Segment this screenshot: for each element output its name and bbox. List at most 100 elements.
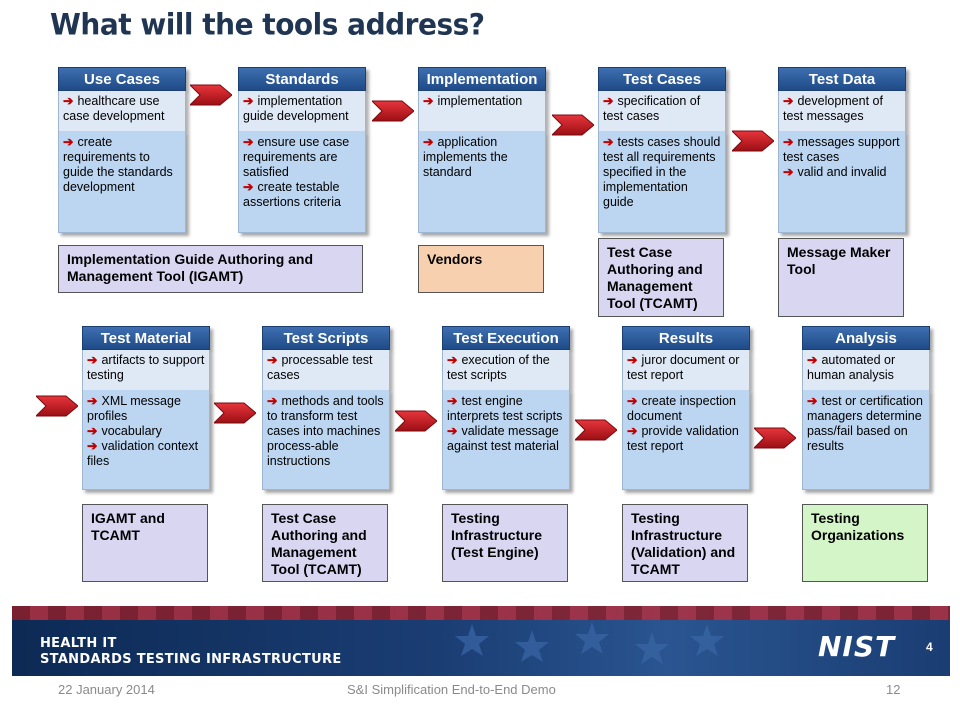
flow-arrow-icon (395, 410, 437, 432)
arrow-right-icon: ➔ (87, 424, 98, 438)
arrow-right-icon: ➔ (627, 353, 638, 367)
step-top-text: ➔implementation guide development (238, 91, 366, 131)
banner-title: HEALTH IT STANDARDS TESTING INFRASTRUCTU… (40, 636, 342, 668)
bullet-item: ➔test engine interprets test scripts (447, 394, 563, 423)
step-header: Results (622, 326, 750, 350)
step-use-cases: Use Cases ➔healthcare use case developme… (58, 67, 186, 233)
bullet-item: ➔validation context files (87, 439, 199, 468)
step-bottom-text: ➔test engine interprets test scripts ➔va… (442, 390, 570, 490)
bullet-item: ➔artifacts to support testing (87, 353, 205, 382)
step-test-execution: Test Execution ➔execution of the test sc… (442, 326, 570, 490)
step-bottom-text: ➔create inspection document ➔provide val… (622, 390, 750, 490)
arrow-right-icon: ➔ (447, 424, 458, 438)
bullet-item: ➔automated or human analysis (807, 353, 896, 382)
arrow-right-icon: ➔ (447, 394, 458, 408)
step-top-text: ➔artifacts to support testing (82, 350, 210, 390)
arrow-right-icon: ➔ (627, 424, 638, 438)
step-bottom-text: ➔create requirements to guide the standa… (58, 131, 186, 233)
arrow-right-icon: ➔ (423, 135, 434, 149)
flow-arrow-icon (552, 114, 594, 136)
step-header: Use Cases (58, 67, 186, 91)
bullet-item: ➔validate message against test material (447, 424, 559, 453)
arrow-right-icon: ➔ (447, 353, 458, 367)
step-header: Analysis (802, 326, 930, 350)
bullet-item: ➔application implements the standard (423, 135, 508, 179)
step-header: Implementation (418, 67, 546, 91)
banner-number: 4 (926, 640, 933, 654)
tool-vendors: Vendors (418, 245, 544, 293)
bullet-item: ➔tests cases should test all requirement… (603, 135, 721, 209)
bullet-item: ➔methods and tools to transform test cas… (267, 394, 384, 468)
bullet-item: ➔juror document or test report (627, 353, 740, 382)
bullet-item: ➔messages support test cases (783, 135, 900, 164)
tool-testing-organizations: Testing Organizations (802, 504, 928, 582)
step-top-text: ➔execution of the test scripts (442, 350, 570, 390)
bullet-item: ➔development of test messages (783, 94, 883, 123)
step-header: Test Scripts (262, 326, 390, 350)
step-top-text: ➔implementation (418, 91, 546, 131)
arrow-right-icon: ➔ (807, 353, 818, 367)
step-top-text: ➔processable test cases (262, 350, 390, 390)
flow-arrow-icon (36, 395, 78, 417)
step-header: Test Data (778, 67, 906, 91)
step-header: Test Execution (442, 326, 570, 350)
bullet-item: ➔provide validation test report (627, 424, 739, 453)
step-top-text: ➔healthcare use case development (58, 91, 186, 131)
step-top-text: ➔automated or human analysis (802, 350, 930, 390)
bullet-item: ➔valid and invalid (783, 165, 887, 179)
step-analysis: Analysis ➔automated or human analysis ➔t… (802, 326, 930, 490)
bullet-item: ➔vocabulary (87, 424, 162, 438)
stars-decoration-icon (455, 622, 724, 664)
flow-arrow-icon (732, 130, 774, 152)
step-header: Test Material (82, 326, 210, 350)
bullet-item: ➔XML message profiles (87, 394, 181, 423)
arrow-right-icon: ➔ (603, 94, 614, 108)
arrow-right-icon: ➔ (783, 94, 794, 108)
flow-arrow-icon (372, 100, 414, 122)
arrow-right-icon: ➔ (267, 353, 278, 367)
arrow-right-icon: ➔ (63, 135, 74, 149)
arrow-right-icon: ➔ (243, 180, 254, 194)
step-top-text: ➔juror document or test report (622, 350, 750, 390)
bullet-item: ➔execution of the test scripts (447, 353, 550, 382)
step-top-text: ➔development of test messages (778, 91, 906, 131)
banner-line-2: STANDARDS TESTING INFRASTRUCTURE (40, 652, 342, 667)
nist-logo: NIST (818, 630, 896, 663)
tool-igamt-tcamt: IGAMT and TCAMT (82, 504, 208, 582)
step-bottom-text: ➔messages support test cases ➔valid and … (778, 131, 906, 233)
step-test-cases: Test Cases ➔specification of test cases … (598, 67, 726, 233)
step-bottom-text: ➔methods and tools to transform test cas… (262, 390, 390, 490)
flow-arrow-icon (754, 427, 796, 449)
step-bottom-text: ➔XML message profiles ➔vocabulary ➔valid… (82, 390, 210, 490)
tool-tcamt: Test Case Authoring and Management Tool … (598, 238, 724, 317)
banner-line-1: HEALTH IT (40, 636, 117, 651)
step-header: Test Cases (598, 67, 726, 91)
arrow-right-icon: ➔ (87, 394, 98, 408)
bullet-item: ➔processable test cases (267, 353, 373, 382)
bullet-item: ➔healthcare use case development (63, 94, 165, 123)
step-top-text: ➔specification of test cases (598, 91, 726, 131)
bullet-item: ➔create testable assertions criteria (243, 180, 341, 209)
footer-date: 22 January 2014 (58, 682, 155, 697)
arrow-right-icon: ➔ (87, 439, 98, 453)
arrow-right-icon: ➔ (627, 394, 638, 408)
arrow-right-icon: ➔ (267, 394, 278, 408)
tool-igamt: Implementation Guide Authoring and Manag… (58, 245, 363, 293)
footer-banner: HEALTH IT STANDARDS TESTING INFRASTRUCTU… (12, 606, 950, 676)
arrow-right-icon: ➔ (423, 94, 434, 108)
arrow-right-icon: ➔ (243, 94, 254, 108)
tool-tcamt-2: Test Case Authoring and Management Tool … (262, 504, 388, 582)
step-results: Results ➔juror document or test report ➔… (622, 326, 750, 490)
bullet-item: ➔create inspection document (627, 394, 736, 423)
bullet-item: ➔ensure use case requirements are satisf… (243, 135, 350, 179)
step-header: Standards (238, 67, 366, 91)
arrow-right-icon: ➔ (783, 165, 794, 179)
arrow-right-icon: ➔ (783, 135, 794, 149)
bullet-item: ➔test or certification managers determin… (807, 394, 923, 453)
step-bottom-text: ➔tests cases should test all requirement… (598, 131, 726, 233)
arrow-right-icon: ➔ (807, 394, 818, 408)
arrow-right-icon: ➔ (603, 135, 614, 149)
step-bottom-text: ➔test or certification managers determin… (802, 390, 930, 490)
bullet-item: ➔specification of test cases (603, 94, 701, 123)
step-standards: Standards ➔implementation guide developm… (238, 67, 366, 233)
